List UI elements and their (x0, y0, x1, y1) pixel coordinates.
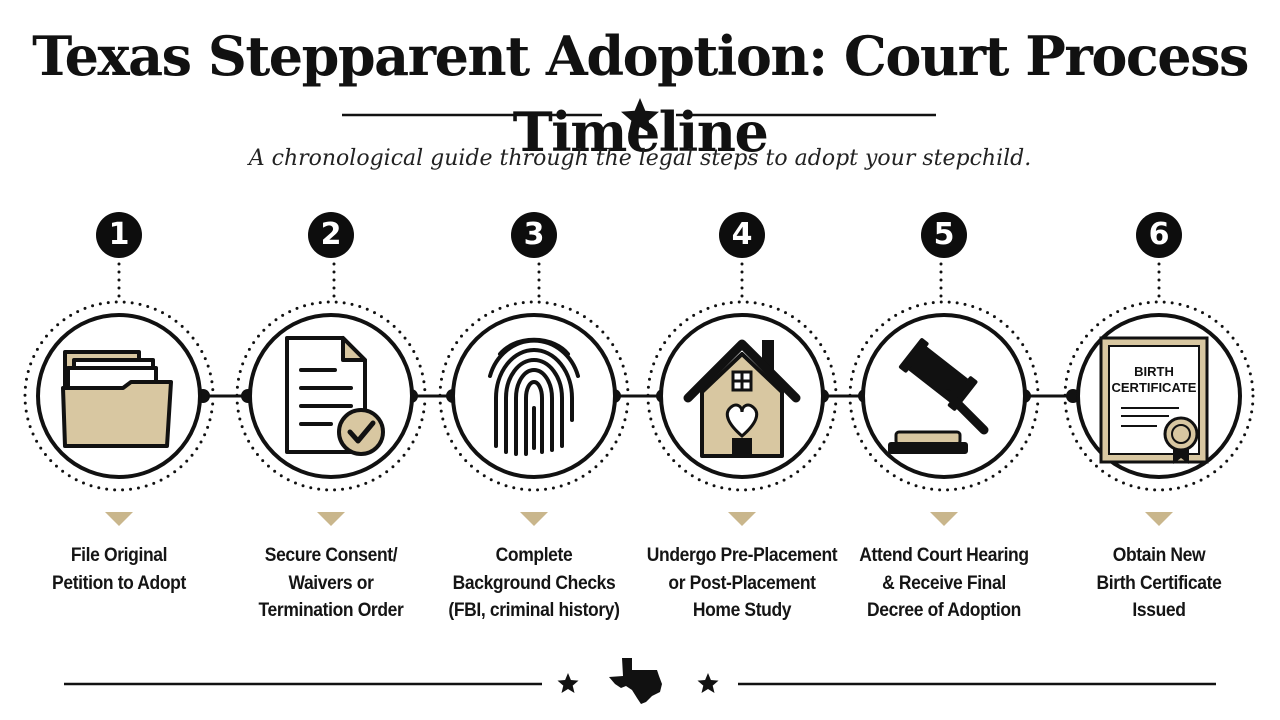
star-icon (621, 98, 659, 135)
certificate-title-line-1: BIRTH (1134, 364, 1174, 379)
certificate-title-line-2: CERTIFICATE (1112, 380, 1197, 395)
birth-certificate-icon: BIRTH CERTIFICATE (1099, 336, 1209, 464)
footer-ornament (64, 658, 1216, 704)
step-pointer (105, 512, 133, 526)
step-2: 2 Secure Consent/ Waivers or Termination… (231, 200, 431, 640)
step-icon-frame (646, 300, 838, 492)
star-icon (557, 673, 579, 693)
step-icon-frame (23, 300, 215, 492)
step-label: Obtain New Birth Certificate Issued (1096, 545, 1222, 621)
step-number-badge: 4 (719, 212, 765, 258)
step-1: 1 File Original Petition to Adopt (19, 200, 219, 640)
timeline: 1 File Original Petition to Adopt 2 (0, 200, 1280, 640)
step-label: Attend Court Hearing & Receive Final Dec… (859, 545, 1029, 621)
step-number-badge: 6 (1136, 212, 1182, 258)
step-number-badge: 1 (96, 212, 142, 258)
step-icon-frame: BIRTH CERTIFICATE (1063, 300, 1255, 492)
step-pointer (520, 512, 548, 526)
step-label: Undergo Pre-Placement or Post-Placement … (646, 545, 838, 621)
title-divider (342, 98, 936, 135)
step-number-badge: 5 (921, 212, 967, 258)
star-icon (697, 673, 719, 693)
step-pointer (317, 512, 345, 526)
step-icon-frame (848, 300, 1040, 492)
step-label: Complete Background Checks (FBI, crimina… (448, 545, 620, 621)
step-6: 6 BIRTH CERTIFICATE Obtain New Birth Cer… (1059, 200, 1259, 640)
step-3: 3 Complete Background Checks (FBI, crimi… (434, 200, 634, 640)
step-pointer (1145, 512, 1173, 526)
step-4: 4 Undergo Pre-Placement or Post-Placemen… (642, 200, 842, 640)
step-pointer (728, 512, 756, 526)
step-icon-frame (438, 300, 630, 492)
step-pointer (930, 512, 958, 526)
step-5: 5 Attend Court Hearing & Receive Final D… (844, 200, 1044, 640)
texas-map-icon (609, 658, 662, 704)
house-heart-icon (683, 339, 801, 458)
folder-icon (61, 350, 173, 448)
step-number-badge: 2 (308, 212, 354, 258)
page-subtitle: A chronological guide through the legal … (248, 146, 1032, 171)
step-number-badge: 3 (511, 212, 557, 258)
document-check-icon (285, 336, 385, 456)
fingerprint-icon (488, 337, 580, 456)
page-title: Texas Stepparent Adoption: Court Process… (32, 24, 1249, 164)
step-label: File Original Petition to Adopt (52, 545, 186, 594)
step-icon-frame (235, 300, 427, 492)
gavel-icon (888, 338, 989, 454)
step-label: Secure Consent/ Waivers or Termination O… (258, 545, 404, 621)
